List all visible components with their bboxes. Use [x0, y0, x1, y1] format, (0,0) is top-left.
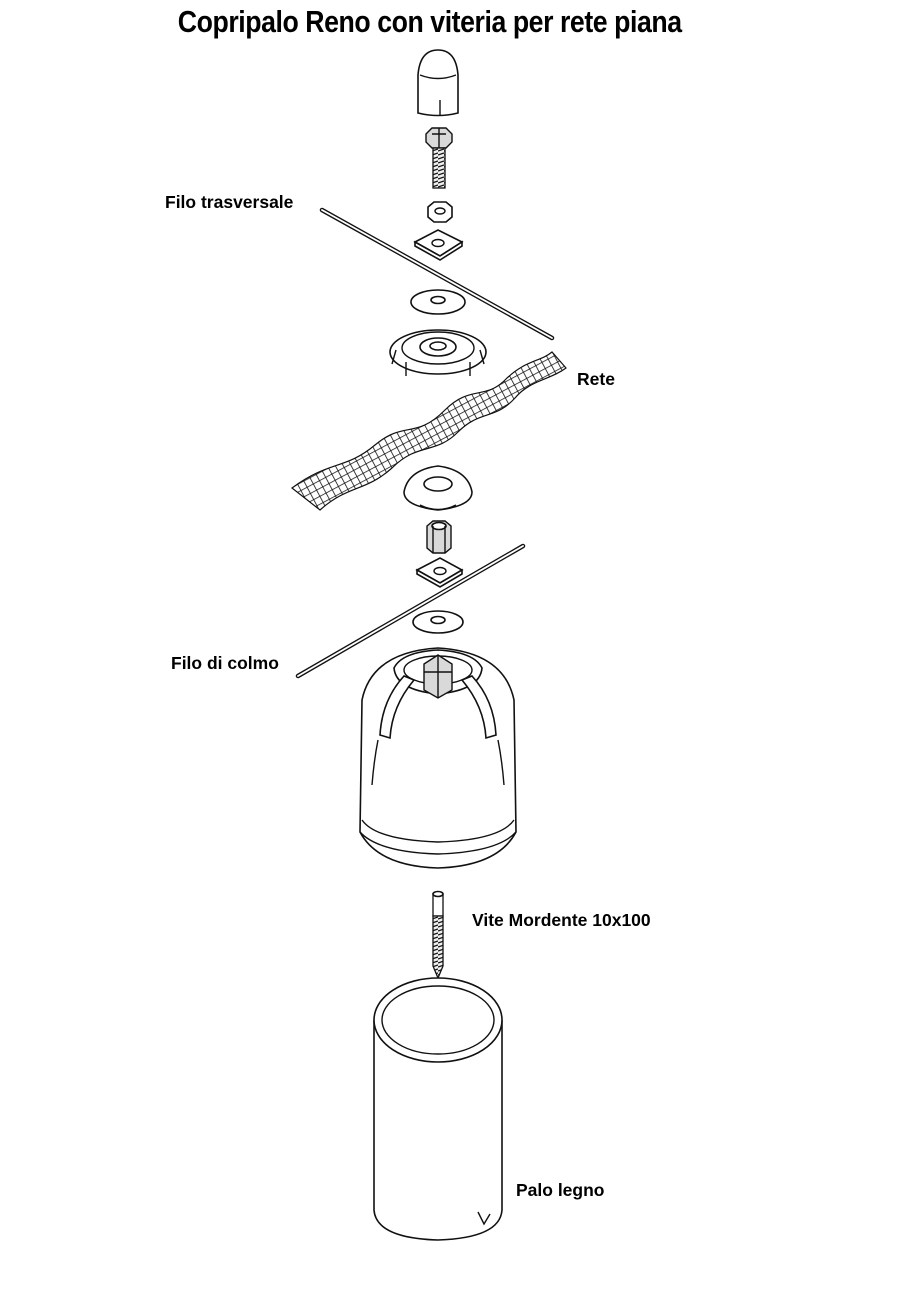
label-filo-di-colmo: Filo di colmo	[171, 653, 279, 673]
bolt	[425, 127, 453, 189]
mesh-clamp-lower	[403, 465, 473, 511]
mesh-clamp-upper	[389, 329, 487, 376]
copripalo-cap	[359, 647, 517, 869]
filo-trasversale-wire	[319, 207, 555, 341]
label-filo-trasversale: Filo trasversale	[165, 192, 294, 212]
rete-mesh	[291, 351, 567, 511]
coupling-nut	[426, 520, 452, 554]
square-plate-top	[413, 229, 464, 261]
lag-screw	[432, 890, 444, 980]
nut-top	[427, 201, 453, 223]
label-rete: Rete	[577, 369, 615, 389]
label-palo-legno: Palo legno	[516, 1180, 605, 1200]
filo-di-colmo-wire	[295, 543, 526, 679]
washer-lower	[412, 610, 464, 634]
washer-upper	[410, 289, 466, 315]
diagram-title: Copripalo Reno con viteria per rete pian…	[177, 4, 682, 39]
top-cap	[417, 49, 459, 117]
square-plate-bottom	[415, 557, 464, 588]
palo-legno-post	[373, 977, 503, 1241]
label-vite-mordente: Vite Mordente 10x100	[472, 910, 651, 930]
